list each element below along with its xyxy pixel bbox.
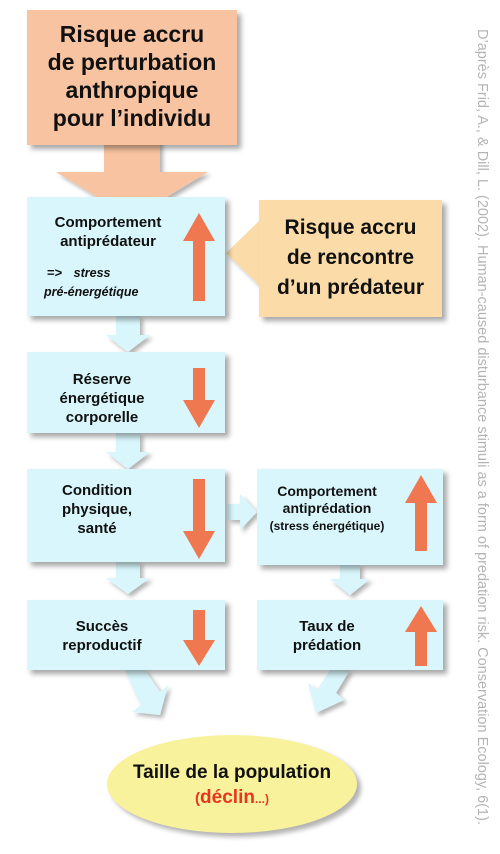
condition-line-1: Condition — [62, 482, 132, 499]
physical-condition-box: Condition physique, santé — [27, 469, 225, 562]
condition-line-2: physique, — [61, 501, 132, 518]
anthropic-line-1: Risque accru — [59, 21, 205, 47]
source-credit: D’après Frid, A., & Dill, L. (2002). Hum… — [474, 29, 490, 825]
connector-condition-to-success — [106, 562, 150, 594]
population-size-ellipse: Taille de la population (déclin...) — [107, 735, 357, 833]
decrease-arrow-down-icon — [183, 368, 215, 428]
implies-arrow: => — [47, 265, 63, 280]
top-risk-down-arrow — [56, 140, 208, 218]
stress-word: stress — [73, 266, 111, 280]
predator-encounter-text: Risque accru de rencontre d’un prédateur — [259, 213, 442, 303]
anthropic-disturbance-text: Risque accru de perturbation anthropique… — [27, 20, 237, 132]
predator-line-1: Risque accru — [284, 216, 417, 239]
anthropic-disturbance-box: Risque accru de perturbation anthropique… — [27, 10, 237, 145]
connector-antipredator-to-reserve — [106, 316, 150, 352]
anthropic-line-4: pour l’individu — [52, 105, 212, 131]
reproductive-success-text: Succès reproductif — [27, 617, 177, 655]
predation-line-2: prédation — [292, 637, 362, 654]
antipredator-title-line-1: Comportement — [54, 214, 162, 231]
success-line-1: Succès — [75, 618, 129, 635]
connector-reserve-to-condition — [106, 433, 150, 469]
predation-line-1: Taux de — [299, 618, 355, 635]
reserve-line-1: Réserve — [72, 371, 132, 388]
population-title: Taille de la population — [132, 762, 332, 783]
connector-condition-to-antipredation — [228, 494, 257, 530]
energy-reserve-text: Réserve énergétique corporelle — [27, 370, 177, 427]
stress-line-2: pré-énergétique — [44, 285, 139, 299]
antipredation-behavior-box: Comportement antiprédation (stress énerg… — [257, 469, 443, 565]
antipredator-title-line-2: antiprédateur — [60, 233, 156, 250]
reproductive-success-box: Succès reproductif — [27, 600, 225, 670]
connector-antipredation-to-predation — [330, 565, 370, 595]
anthropic-line-3: anthropique — [65, 77, 199, 103]
anthropic-line-2: de perturbation — [47, 49, 217, 75]
condition-line-3: santé — [77, 520, 117, 537]
success-line-2: reproductif — [62, 637, 142, 654]
antipredation-text: Comportement antiprédation (stress énerg… — [257, 483, 397, 535]
reserve-line-2: énergétique — [59, 390, 145, 407]
population-decline: (déclin...) — [107, 787, 357, 810]
antipredator-behavior-box: Comportement antiprédateur => stress pré… — [27, 197, 225, 316]
decrease-arrow-down-icon — [183, 479, 215, 559]
antipredation-line-2: antiprédation — [282, 500, 372, 516]
increase-arrow-up-icon — [405, 475, 437, 551]
predator-encounter-box: Risque accru de rencontre d’un prédateur — [259, 200, 442, 317]
energy-reserve-box: Réserve énergétique corporelle — [27, 352, 225, 433]
predator-risk-left-arrow — [226, 220, 260, 286]
connector-success-to-population — [125, 670, 168, 715]
antipredation-line-1: Comportement — [277, 483, 377, 499]
predator-line-2: de rencontre — [286, 246, 415, 269]
physical-condition-text: Condition physique, santé — [27, 481, 167, 538]
predator-line-3: d’un prédateur — [276, 276, 424, 299]
antipredator-stress: => stress pré-énergétique — [44, 263, 197, 302]
predation-rate-box: Taux de prédation — [257, 600, 443, 670]
open-paren: ( — [195, 790, 201, 807]
antipredator-title: Comportement antiprédateur — [33, 213, 183, 251]
stress-line-1: => stress — [47, 263, 197, 283]
connector-predation-to-population — [308, 670, 350, 713]
decline-word: déclin — [200, 787, 255, 808]
increase-arrow-up-icon — [183, 213, 215, 301]
predation-rate-text: Taux de prédation — [257, 617, 397, 655]
reserve-line-3: corporelle — [65, 409, 139, 426]
increase-arrow-up-icon — [405, 606, 437, 666]
antipredation-line-3: (stress énergétique) — [269, 519, 385, 533]
decrease-arrow-down-icon — [183, 610, 215, 666]
ellipsis-close: ...) — [254, 792, 269, 806]
